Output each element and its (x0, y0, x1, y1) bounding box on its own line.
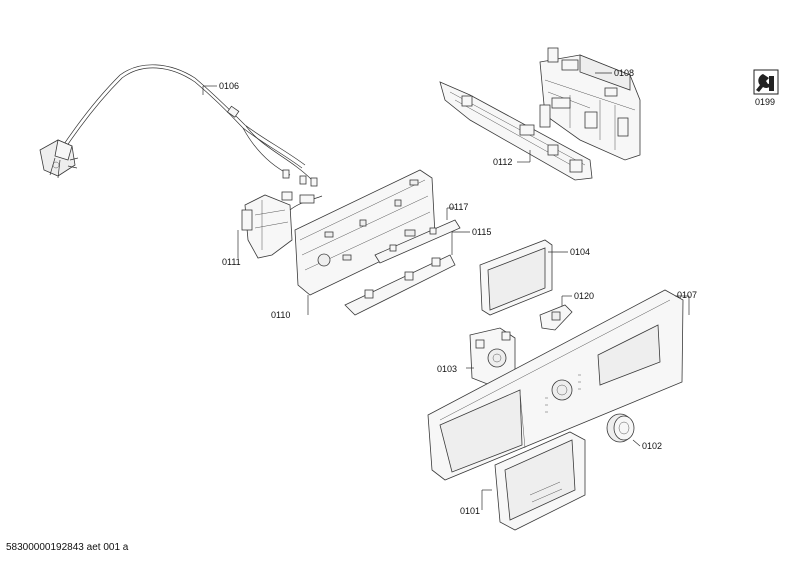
harness-bracket-drawing (241, 191, 323, 259)
display-window-drawing (479, 239, 553, 316)
wrench-service-icon (753, 69, 779, 95)
knob-drawing (606, 413, 635, 443)
label-0199: 0199 (755, 97, 775, 107)
label-0102: 0102 (642, 441, 662, 451)
label-0120: 0120 (574, 291, 594, 301)
label-0111: 0111 (222, 257, 241, 267)
label-0107: 0107 (677, 290, 697, 300)
power-cable-drawing (39, 64, 318, 187)
control-panel-fascia-drawing (427, 289, 684, 481)
drawer-front-drawing (494, 431, 586, 531)
knob-holder-drawing (469, 327, 516, 386)
label-0117: 0117 (449, 202, 468, 212)
label-0110: 0110 (271, 310, 290, 320)
rail-bracket-drawing (439, 81, 593, 181)
label-0104: 0104 (570, 247, 590, 257)
small-sensor-drawing (539, 304, 573, 331)
electronic-module-drawing (539, 47, 641, 161)
label-0112: 0112 (493, 157, 512, 167)
label-0115: 0115 (472, 227, 491, 237)
label-0101: 0101 (460, 506, 480, 516)
label-0108: 0108 (614, 68, 634, 78)
label-0103: 0103 (437, 364, 457, 374)
diagram-reference-number: 58300000192843 aet 001 a (6, 542, 129, 553)
control-board-drawing (294, 169, 436, 296)
label-0106: 0106 (219, 81, 239, 91)
light-strip-upper-drawing (374, 219, 461, 264)
light-strip-lower-drawing (344, 254, 456, 316)
